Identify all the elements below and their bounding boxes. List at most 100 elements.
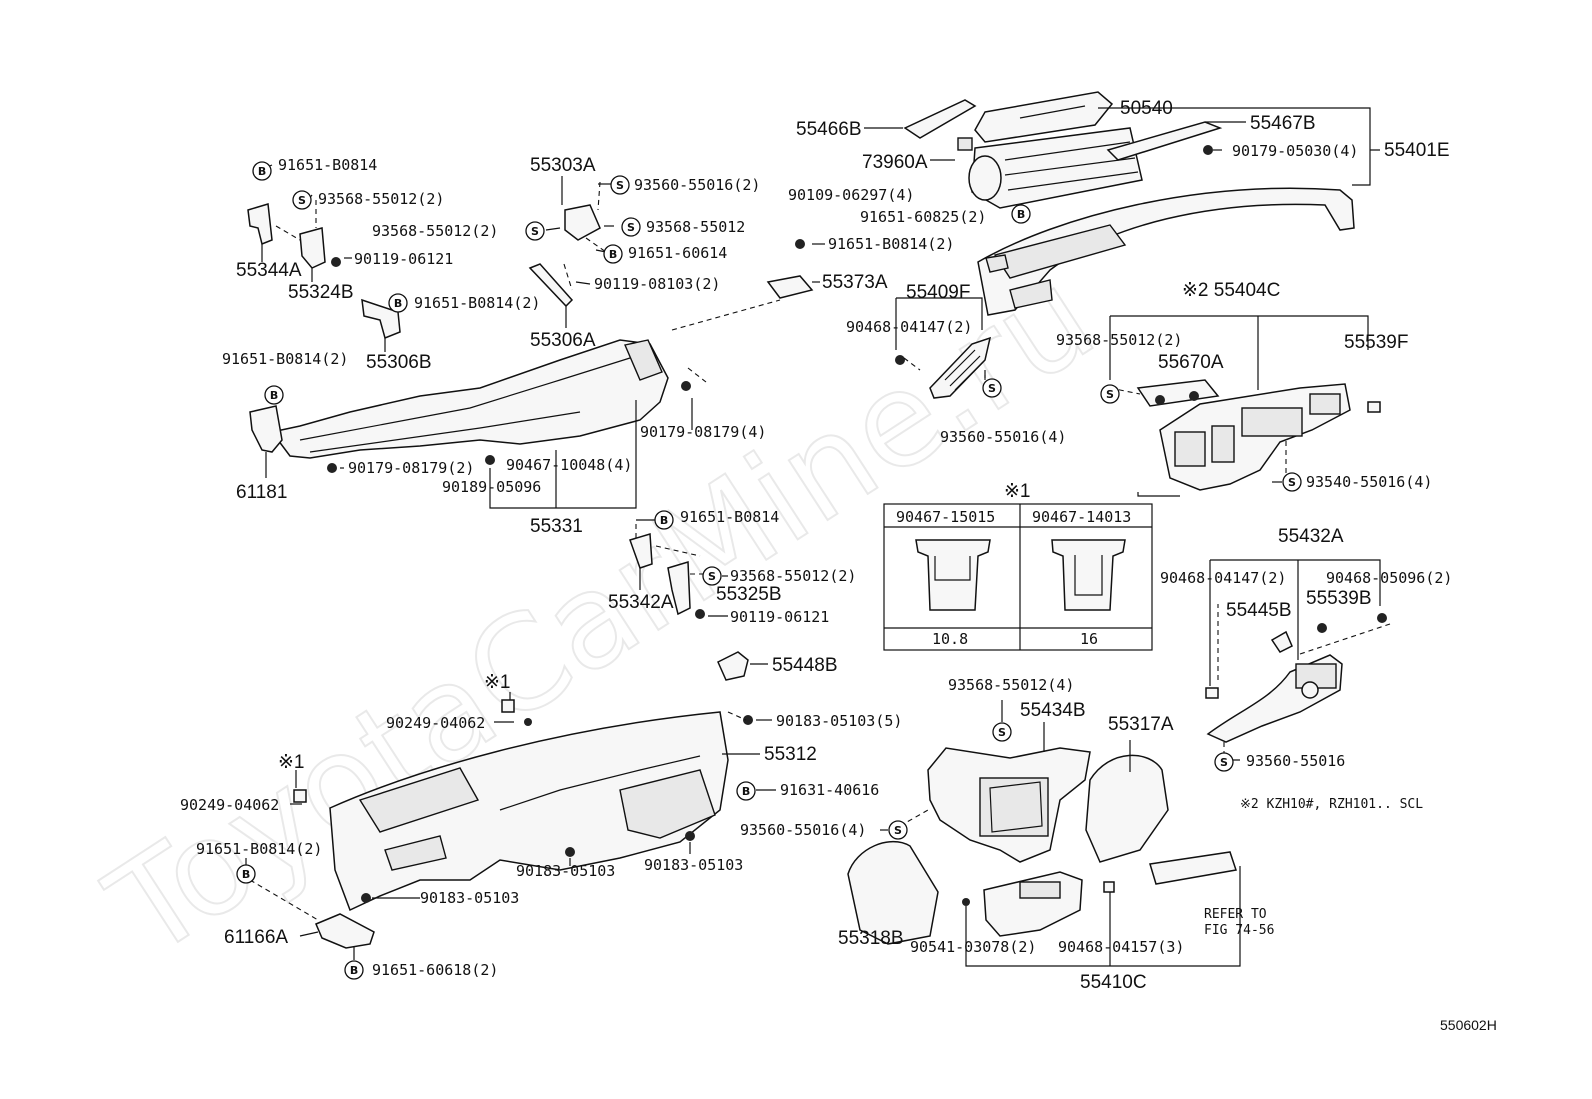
inset-right-part: 90467-14013 [1032, 508, 1131, 526]
label-90189-05096: 90189-05096 [442, 478, 541, 496]
cover-55318B [847, 841, 939, 945]
svg-text:B: B [270, 389, 278, 402]
label-91651-B0814-2a: 91651-B0814(2) [414, 294, 540, 312]
label-55306A: 55306A [530, 330, 596, 351]
b-marker-icon: B [736, 781, 756, 801]
inset-left-part: 90467-15015 [896, 508, 995, 526]
label-55325B: 55325B [716, 584, 782, 605]
markers: B S B S S S B B B S S S B S S B B B S S [236, 161, 1302, 980]
labels: 55466B 50540 55467B 90179-05030(4) 55401… [180, 98, 1497, 1033]
diagram-code: 550602H [1440, 1017, 1497, 1033]
label-90249-04062-b: 90249-04062 [180, 796, 279, 814]
svg-text:B: B [258, 165, 266, 178]
label-91631-40616: 91631-40616 [780, 781, 879, 799]
label-90541-03078: 90541-03078(2) [910, 938, 1036, 956]
b-marker-icon: B [1011, 204, 1031, 224]
panel-55410C [962, 871, 1115, 937]
inset-right-dim: 16 [1080, 630, 1098, 648]
trim-55467B [1106, 121, 1223, 161]
label-55539B: 55539B [1306, 588, 1372, 609]
s-marker-icon: S [292, 190, 312, 210]
label-55344A: 55344A [236, 260, 302, 281]
label-90119-08103: 90119-08103(2) [594, 275, 720, 293]
b-marker-icon: B [252, 161, 272, 181]
label-90119-06121-a: 90119-06121 [354, 250, 453, 268]
label-91651-B0814-m: 91651-B0814 [680, 508, 779, 526]
label-90179-08179-4: 90179-08179(4) [640, 423, 766, 441]
label-90183-05103-b: 90183-05103 [644, 856, 743, 874]
pad-55448B [717, 651, 749, 681]
label-55432A: 55432A [1278, 526, 1344, 547]
bracket-61166A [315, 913, 375, 949]
label-93540-55016: 93540-55016(4) [1306, 473, 1432, 491]
label-93560-55016-4b: 93560-55016(4) [740, 821, 866, 839]
lower-panel-55432A [1205, 613, 1387, 743]
label-55306B: 55306B [366, 352, 432, 373]
s-marker-icon: S [1214, 752, 1234, 772]
vent-55409F [895, 336, 992, 399]
s-marker-icon: S [525, 221, 545, 241]
b-marker-icon: B [264, 385, 284, 405]
label-55342A: 55342A [608, 592, 674, 613]
b-marker-icon: B [654, 510, 674, 530]
label-55404C: ※2 55404C [1182, 280, 1280, 301]
label-90468-04157: 90468-04157(3) [1058, 938, 1184, 956]
label-55539F: 55539F [1344, 332, 1408, 353]
svg-text:S: S [708, 570, 716, 583]
svg-text:S: S [627, 221, 635, 234]
svg-text:S: S [894, 824, 902, 837]
label-55434B: 55434B [1020, 700, 1086, 721]
label-90468-04147-b: 90468-04147(2) [1160, 569, 1286, 587]
label-note1a: ※1 [484, 672, 511, 693]
label-50540: 50540 [1120, 98, 1173, 119]
label-93560-55016-4a: 93560-55016(4) [940, 428, 1066, 446]
bracket-55342A [629, 533, 653, 569]
footnote-2: ※2 KZH10#, RZH101.. SCL [1240, 797, 1423, 812]
label-93568-55012-4: 93568-55012(4) [948, 676, 1074, 694]
label-61166A: 61166A [224, 927, 288, 948]
svg-text:B: B [350, 964, 358, 977]
label-55318B: 55318B [838, 928, 904, 949]
airbag-cover-50540 [974, 91, 1114, 143]
label-93560-55016: 93560-55016 [1246, 752, 1345, 770]
label-91651-60614: 91651-60614 [628, 244, 727, 262]
label-55448B: 55448B [772, 655, 838, 676]
label-55324B: 55324B [288, 282, 354, 303]
label-55410C: 55410C [1080, 972, 1147, 993]
inset-title: ※1 [1004, 481, 1031, 502]
label-61181: 61181 [236, 482, 287, 503]
label-90249-04062-a: 90249-04062 [386, 714, 485, 732]
bracket-55306A [528, 263, 574, 308]
leader-lines [245, 107, 1381, 967]
b-marker-icon: B [603, 244, 623, 264]
svg-text:S: S [988, 382, 996, 395]
label-55467B: 55467B [1250, 113, 1316, 134]
s-marker-icon: S [1100, 384, 1120, 404]
switch-55670A [1136, 379, 1220, 407]
label-55303A: 55303A [530, 155, 596, 176]
switch-55539F [1367, 401, 1381, 413]
svg-text:B: B [1017, 208, 1025, 221]
label-90109-06297: 90109-06297(4) [788, 186, 914, 204]
bracket-55344A [247, 203, 273, 246]
s-marker-icon: S [1282, 472, 1302, 492]
label-90183-05103-c: 90183-05103 [420, 889, 519, 907]
refer-line1: REFER TO [1204, 907, 1267, 922]
svg-text:S: S [998, 726, 1006, 739]
label-55373A: 55373A [822, 272, 888, 293]
bracket-55303A [564, 204, 601, 241]
label-91651-B0814-2b: 91651-B0814(2) [828, 235, 954, 253]
label-90467-10048: 90467-10048(4) [506, 456, 632, 474]
svg-text:B: B [394, 297, 402, 310]
svg-text:S: S [1288, 476, 1296, 489]
svg-text:S: S [531, 225, 539, 238]
b-marker-icon: B [236, 864, 256, 884]
unit-refer [1149, 851, 1237, 885]
b-marker-icon: B [388, 293, 408, 313]
label-55312: 55312 [764, 744, 817, 765]
label-55409F: 55409F [906, 282, 970, 303]
airbag-module-73960A [957, 127, 1143, 209]
svg-text:B: B [609, 248, 617, 261]
dashed-leaders [249, 181, 1391, 921]
